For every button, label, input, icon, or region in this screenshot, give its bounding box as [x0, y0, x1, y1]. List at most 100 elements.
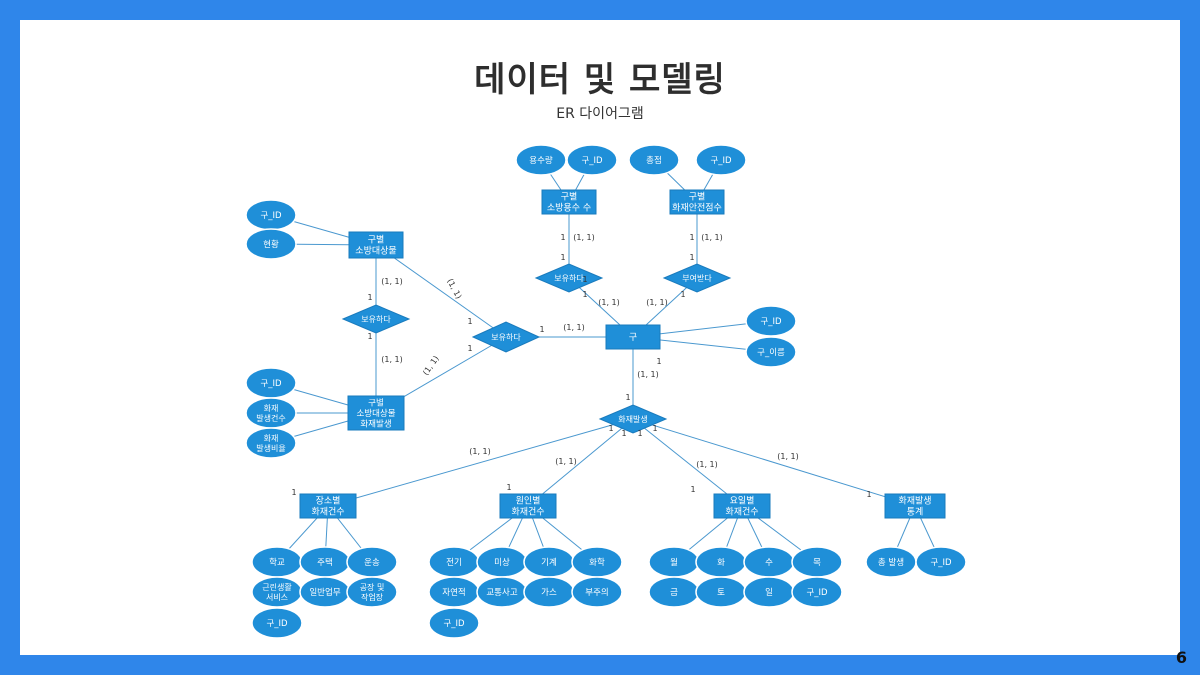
cardinality-label: 1	[560, 233, 565, 242]
attribute-label: 부주의	[585, 587, 608, 598]
attribute-label: 구_ID	[260, 379, 282, 389]
cardinality-label: 1	[467, 317, 472, 326]
attribute-ellipse	[428, 607, 480, 639]
relationship-diamond	[471, 321, 541, 353]
cardinality-label: (1, 1)	[696, 460, 718, 469]
relationship-label: 부여받다	[682, 273, 712, 283]
attribute-ellipse	[571, 576, 623, 608]
attribute-ellipse	[566, 144, 618, 176]
entity-label: 구별	[561, 192, 578, 203]
cardinality-label: 1	[367, 332, 372, 341]
attribute-label: 구_ID	[760, 317, 782, 327]
entity-label: 구별	[368, 398, 384, 409]
attribute-label: 전기	[446, 557, 462, 568]
entity-label: 소방용수 수	[547, 203, 591, 214]
connector-line	[375, 244, 507, 338]
cardinality-label: 1	[367, 293, 372, 302]
entity-label: 화재건수	[511, 507, 544, 518]
cardinality-label: 1	[539, 325, 544, 334]
cardinality-labels: (1, 1) (1, 1) (1, 1) (1, 1) (1, 1) (1, 1) (1, …	[291, 233, 871, 499]
entity-box	[499, 493, 557, 519]
connector-lines	[270, 159, 942, 563]
cardinality-label: (1, 1)	[646, 298, 668, 307]
cardinality-label: 1	[467, 344, 472, 353]
attribute-ellipse	[245, 228, 297, 260]
attribute-label: 구_ID	[710, 156, 732, 166]
attribute-label: 자연적	[442, 587, 465, 598]
entity-box	[541, 189, 597, 215]
cardinality-label: 1	[690, 485, 695, 494]
attribute-ellipse	[245, 427, 297, 459]
cardinality-label: 1	[582, 290, 587, 299]
cardinality-label: (1, 1)	[445, 277, 463, 300]
cardinality-label: 1	[560, 253, 565, 262]
entity-box	[713, 493, 771, 519]
entity-label: 장소별	[316, 496, 341, 507]
relationship-diamond	[341, 304, 411, 334]
attribute-label: 구_ID	[806, 588, 828, 598]
attribute-ellipse	[695, 144, 747, 176]
cardinality-label: (1, 1)	[573, 233, 595, 242]
attribute-label: 화	[717, 558, 725, 568]
attribute-label: 구_이름	[757, 347, 785, 358]
attribute-label: 서비스	[266, 593, 288, 602]
attribute-label: 운송	[364, 558, 380, 568]
cardinality-label: 1	[689, 253, 694, 262]
attribute-ellipse	[915, 546, 967, 578]
attribute-label: 일반업무	[309, 587, 340, 598]
entity-label: 원인별	[516, 496, 541, 507]
attribute-label: 구_ID	[260, 211, 282, 221]
cardinality-label: 1	[291, 488, 296, 497]
cardinality-label: (1, 1)	[555, 457, 577, 466]
entity-label: 화재발생	[360, 419, 391, 430]
cardinality-label: (1, 1)	[381, 355, 403, 364]
entity-label: 소방대상물	[356, 408, 395, 419]
slide-subtitle: ER 다이어그램	[556, 106, 644, 122]
relationship-label: 화재발생	[618, 414, 647, 424]
attribute-label: 구_ID	[581, 156, 603, 166]
attribute-label: 현황	[263, 239, 279, 250]
attribute-label: 구_ID	[930, 558, 952, 568]
cardinality-label: (1, 1)	[777, 452, 799, 461]
entity-label: 화재발생	[898, 496, 931, 507]
attribute-label: 작업장	[361, 592, 384, 602]
entity-label: 구별	[368, 235, 385, 246]
attribute-label: 화재	[264, 434, 279, 443]
cardinality-label: (1, 1)	[637, 370, 659, 379]
cardinality-label: 1	[506, 483, 511, 492]
relationship-label: 보유하다	[361, 314, 391, 324]
relationship-diamond	[534, 263, 604, 293]
attribute-ellipse	[745, 305, 797, 337]
connector-line	[527, 418, 634, 507]
cardinality-label: 1	[689, 233, 694, 242]
attribute-label: 교통사고	[486, 588, 517, 598]
attribute-label: 구_ID	[443, 619, 465, 629]
attribute-label: 총점	[646, 155, 662, 166]
cardinality-label: 1	[621, 429, 626, 438]
cardinality-label: (1, 1)	[469, 447, 491, 456]
relationship-diamond	[598, 404, 668, 434]
attribute-label: 토	[717, 588, 725, 598]
entity-label: 통계	[907, 506, 924, 518]
attribute-label: 일	[765, 588, 773, 598]
relationship-label: 보유하다	[491, 332, 521, 342]
cardinality-label: (1, 1)	[701, 233, 723, 242]
attribute-label: 주택	[317, 557, 333, 568]
cardinality-label: 1	[582, 275, 587, 284]
entity-label: 요일별	[730, 496, 755, 507]
attribute-label: 총 발생	[878, 557, 904, 568]
attribute-label: 구_ID	[266, 619, 288, 629]
cardinality-label: 1	[652, 424, 657, 433]
attribute-label: 발생비율	[256, 443, 285, 453]
cardinality-label: 1	[608, 424, 613, 433]
cardinality-label: (1, 1)	[381, 277, 403, 286]
attribute-label: 수	[765, 558, 773, 568]
entity-box	[347, 395, 405, 431]
entity-label: 화재건수	[725, 507, 758, 518]
connector-line	[632, 418, 743, 507]
attribute-label: 화재	[264, 404, 279, 413]
entity-box	[884, 493, 946, 519]
attribute-label: 미상	[494, 557, 510, 568]
